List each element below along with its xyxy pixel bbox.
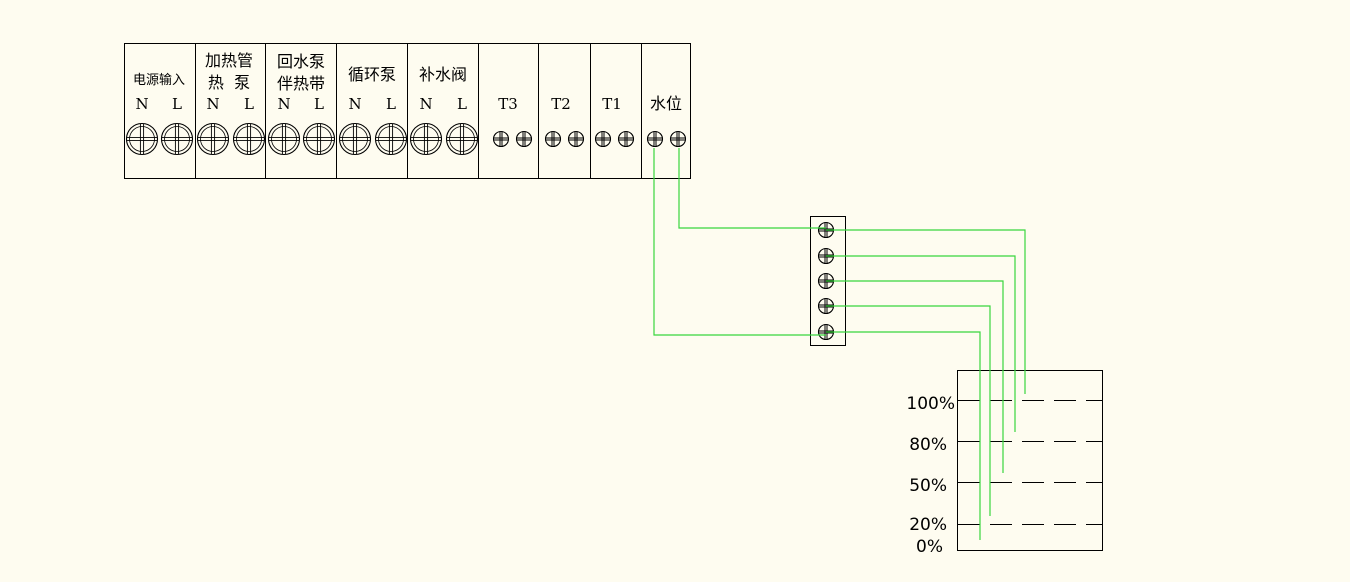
pin-label-n: N [277, 95, 290, 113]
group-label-heat-trace: 伴热带 [277, 74, 325, 93]
signal-terminal-screw-icon [567, 130, 585, 148]
group-label-water-level: 水位 [650, 94, 682, 113]
terminal-block: 电源输入 N L 加热管 热 泵 N L 回水泵 伴热带 N L 循环泵 N L… [124, 43, 691, 179]
signal-terminal-screw-icon [669, 130, 687, 148]
group-return-pump-heat-trace: 回水泵 伴热带 N L [277, 52, 325, 113]
power-terminal-screw-icon [196, 122, 230, 156]
level-label-80: 80% [909, 435, 947, 455]
signal-terminal-screw-icon [544, 130, 562, 148]
group-makeup-valve: 补水阀 N L [419, 65, 467, 113]
pin-label-l: L [386, 95, 396, 113]
wire-probe-0 [826, 331, 981, 540]
pin-label-n: N [206, 95, 219, 113]
level-label-100: 100% [906, 394, 955, 414]
power-terminal-screw-icon [125, 122, 159, 156]
terminal-screws [125, 122, 687, 156]
wire-probe-20 [826, 305, 991, 516]
power-terminal-screw-icon [445, 122, 479, 156]
power-terminal-screw-icon [232, 122, 266, 156]
power-terminal-screw-icon [267, 122, 301, 156]
group-heater-heatpump: 加热管 热 泵 N L [205, 51, 254, 113]
group-label-circulation-pump: 循环泵 [348, 65, 396, 84]
terminal-block-dividers [195, 43, 642, 179]
wire-probe-80 [826, 255, 1016, 432]
signal-terminal-screw-icon [646, 130, 664, 148]
level-label-0: 0% [916, 537, 943, 557]
power-terminal-screw-icon [338, 122, 372, 156]
pin-label-l: L [314, 95, 324, 113]
group-label-makeup-valve: 补水阀 [419, 65, 467, 84]
signal-terminal-screw-icon [515, 130, 533, 148]
power-terminal-screw-icon [160, 122, 194, 156]
wire-water-level-b [653, 148, 826, 336]
group-label-return-pump: 回水泵 [277, 52, 325, 71]
group-label-t3: T3 [498, 95, 518, 113]
pin-label-n: N [135, 95, 148, 113]
group-circulation-pump: 循环泵 N L [348, 65, 396, 113]
wires [653, 148, 1026, 540]
group-power-input: 电源输入 N L [133, 72, 185, 113]
pin-label-l: L [457, 95, 467, 113]
group-label-t1: T1 [602, 95, 622, 113]
water-tank: 100% 80% 50% 20% 0% [906, 370, 1103, 557]
group-label-power-input: 电源输入 [133, 72, 185, 88]
power-terminal-screw-icon [374, 122, 408, 156]
power-terminal-screw-icon [302, 122, 336, 156]
power-terminal-screw-icon [409, 122, 443, 156]
tank-frame [957, 370, 1103, 551]
pin-label-l: L [244, 95, 254, 113]
signal-terminal-screw-icon [617, 130, 635, 148]
level-label-20: 20% [909, 515, 947, 535]
group-label-heatpump: 热 泵 [208, 73, 250, 92]
group-label-heater: 加热管 [205, 51, 253, 70]
wire-probe-100 [826, 229, 1026, 394]
pin-label-n: N [348, 95, 361, 113]
wire-probe-50 [826, 280, 1004, 473]
wire-water-level-a [678, 148, 826, 229]
pin-label-l: L [172, 95, 182, 113]
signal-terminal-screw-icon [492, 130, 510, 148]
signal-terminal-screw-icon [594, 130, 612, 148]
group-label-t2: T2 [551, 95, 571, 113]
pin-label-n: N [419, 95, 432, 113]
level-label-50: 50% [909, 476, 947, 496]
